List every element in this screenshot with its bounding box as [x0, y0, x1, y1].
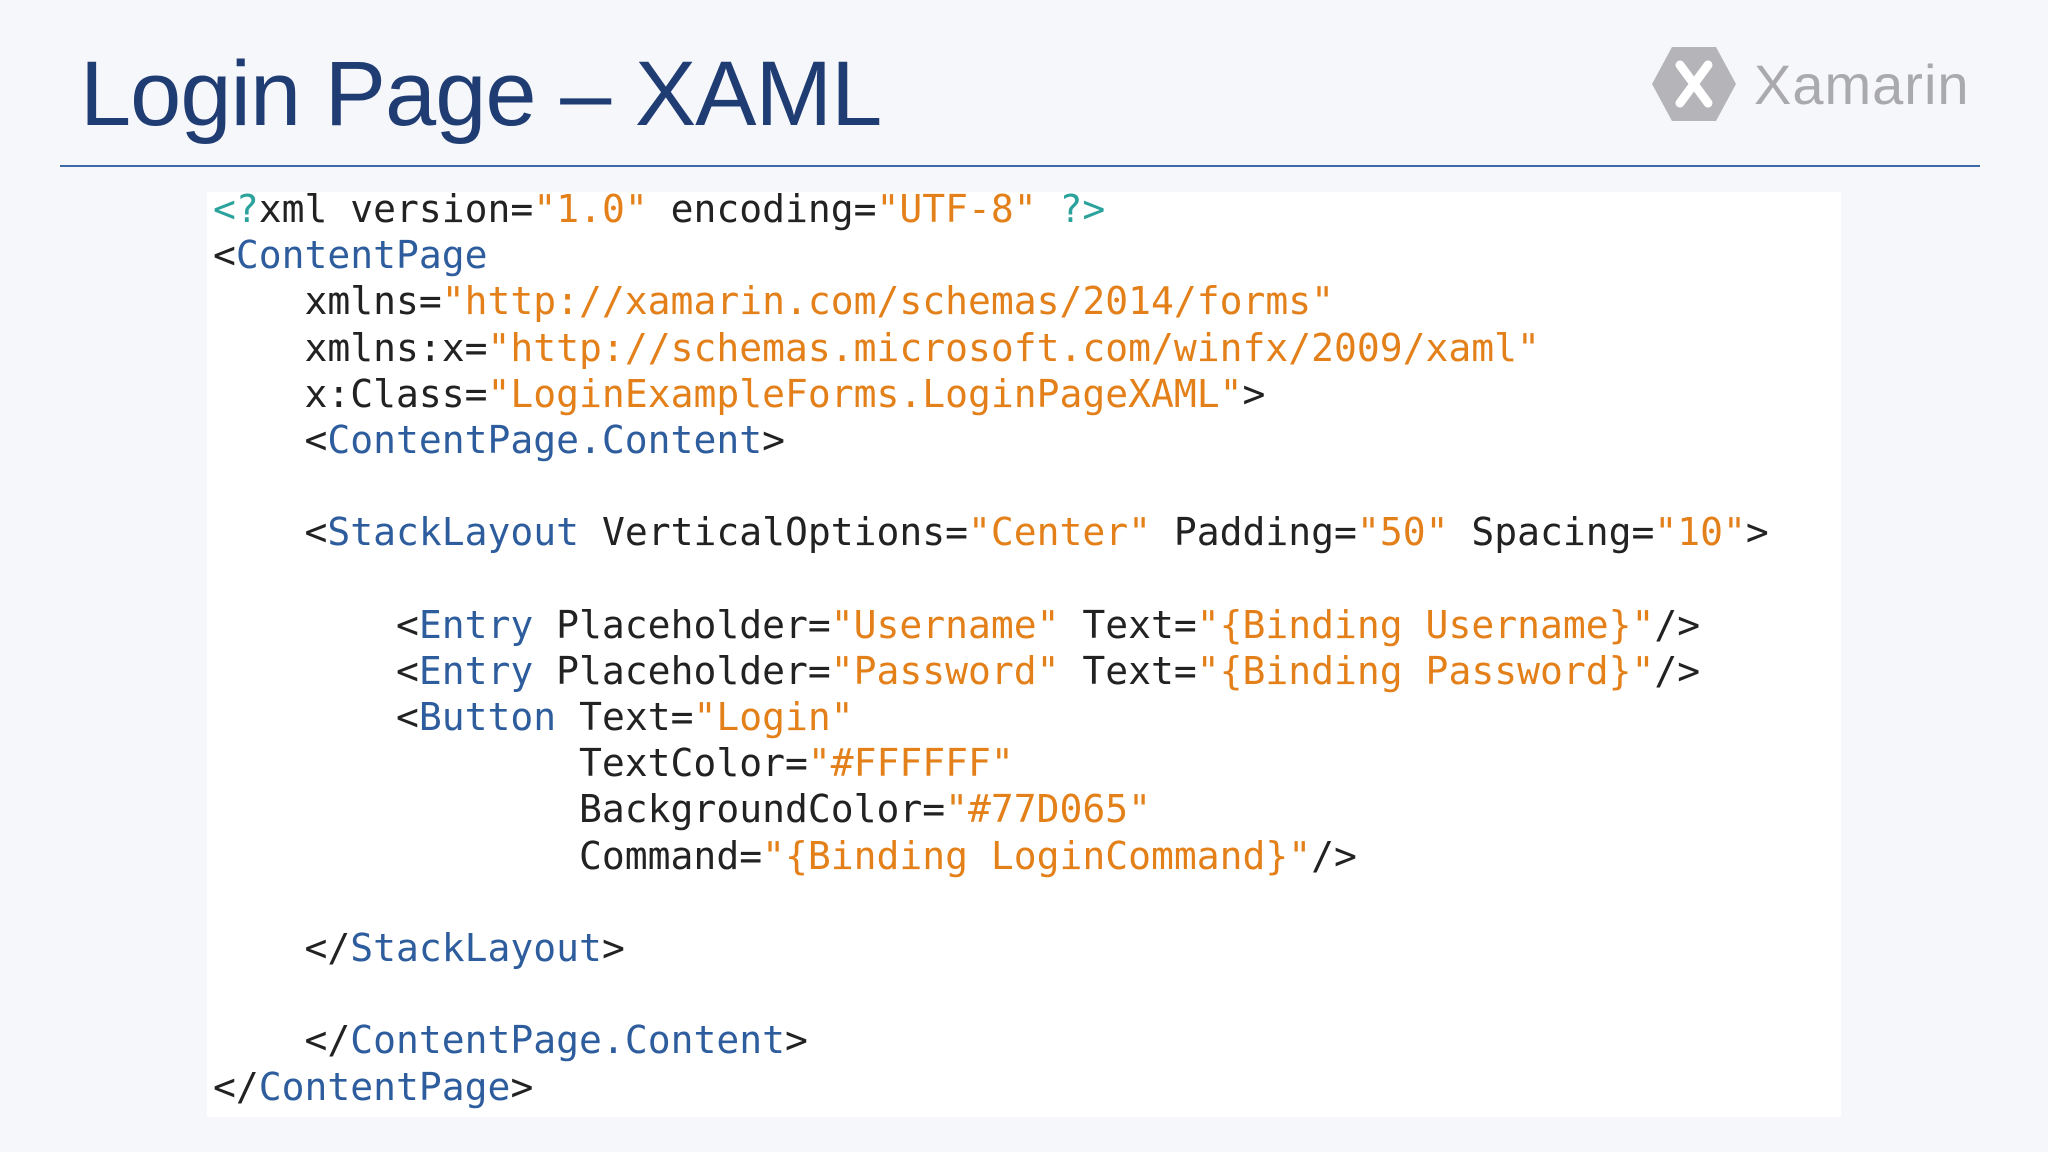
code-line: x:Class="LoginExampleForms.LoginPageXAML… [213, 371, 1769, 417]
code-token-str: "#77D065" [945, 787, 1151, 832]
code-line: xmlns:x="http://schemas.microsoft.com/wi… [213, 325, 1769, 371]
code-line: <Entry Placeholder="Password" Text="{Bin… [213, 648, 1769, 694]
code-line [213, 879, 1769, 925]
code-token-plain: < [213, 510, 328, 555]
code-token-plain: Text= [1059, 602, 1197, 647]
code-line [213, 971, 1769, 1017]
code-line: <StackLayout VerticalOptions="Center" Pa… [213, 509, 1769, 555]
code-token-str: "10" [1654, 510, 1746, 555]
code-line: <?xml version="1.0" encoding="UTF-8" ?> [213, 186, 1769, 232]
code-token-tag: ContentPage.Content [350, 1018, 785, 1063]
code-token-str: "{Binding LoginCommand}" [762, 833, 1312, 878]
code-token-str: "#FFFFFF" [807, 741, 1014, 786]
code-line: Command="{Binding LoginCommand}"/> [213, 833, 1769, 879]
code-line [213, 556, 1769, 602]
code-token-tag: ContentPage [258, 1064, 511, 1109]
code-token-plain: VerticalOptions= [579, 510, 968, 555]
code-token-plain: x:Class= [213, 371, 488, 416]
code-token-tag: ContentPage [235, 233, 488, 278]
code-token-plain: < [213, 417, 328, 462]
code-token-plain: > [510, 1064, 534, 1109]
code-token-plain: encoding= [647, 187, 877, 231]
code-line: TextColor="#FFFFFF" [213, 740, 1769, 786]
code-token-plain: Text= [556, 695, 694, 740]
code-line: </StackLayout> [213, 925, 1769, 971]
code-token-str: "{Binding Password}" [1196, 648, 1655, 693]
code-token-plain: Spacing= [1448, 510, 1655, 555]
code-token-plain: > [1242, 371, 1266, 416]
code-token-plain: </ [213, 1018, 351, 1063]
code-token-plain: > [1745, 510, 1769, 555]
slide-title: Login Page – XAML [80, 43, 882, 145]
code-token-tag: StackLayout [327, 510, 580, 555]
title-divider [60, 165, 1980, 167]
code-line: xmlns="http://xamarin.com/schemas/2014/f… [213, 278, 1769, 324]
code-token-plain: </ [213, 926, 351, 970]
xaml-code-block: <?xml version="1.0" encoding="UTF-8" ?><… [213, 186, 1769, 1110]
code-token-str: "{Binding Username}" [1196, 602, 1655, 647]
code-token-plain: </ [213, 1064, 259, 1109]
code-token-plain: > [762, 417, 785, 462]
code-token-str: "LoginExampleForms.LoginPageXAML" [487, 371, 1243, 416]
code-token-plain: < [213, 602, 419, 647]
code-token-plain: TextColor= [213, 741, 808, 786]
code-token-plain: < [213, 648, 419, 693]
code-token-str: "Password" [830, 648, 1060, 693]
code-token-plain: xmlns:x= [213, 325, 488, 370]
code-token-plain: > [601, 926, 625, 970]
code-token-str: "UTF-8" [876, 187, 1037, 231]
code-token-pi: <? [213, 187, 259, 231]
code-panel [207, 192, 1841, 1117]
code-line: <ContentPage [213, 232, 1769, 278]
code-token-str: "50" [1356, 510, 1449, 555]
code-token-tag: ContentPage.Content [327, 417, 763, 462]
code-token-plain: Placeholder= [533, 648, 831, 693]
code-line [213, 463, 1769, 509]
code-token-plain: Command= [213, 833, 763, 878]
code-token-plain: Text= [1059, 648, 1197, 693]
code-token-plain: Placeholder= [533, 602, 831, 647]
code-token-plain: < [213, 695, 419, 740]
code-token-plain: > [784, 1018, 808, 1063]
code-token-plain: < [213, 233, 236, 278]
code-token-plain: xmlns= [213, 279, 442, 324]
code-token-plain: BackgroundColor= [213, 787, 946, 832]
code-token-plain: Padding= [1151, 510, 1357, 555]
code-line: <ContentPage.Content> [213, 417, 1769, 463]
code-token-tag: Entry [418, 648, 534, 693]
code-line: <Entry Placeholder="Username" Text="{Bin… [213, 602, 1769, 648]
code-token-str: "http://xamarin.com/schemas/2014/forms" [441, 279, 1335, 324]
code-line: </ContentPage> [213, 1064, 1769, 1110]
code-token-plain: xml version= [258, 187, 534, 231]
code-token-str: "1.0" [533, 187, 648, 231]
code-token-str: "http://schemas.microsoft.com/winfx/2009… [487, 325, 1540, 370]
code-token-tag: Button [418, 695, 557, 740]
code-token-str: "Username" [830, 602, 1060, 647]
code-token-pi: ?> [1036, 187, 1106, 231]
brand-logo: Xamarin [1650, 45, 1970, 123]
code-token-tag: Entry [418, 602, 534, 647]
code-token-str: "Center" [968, 510, 1152, 555]
xamarin-hexagon-x-icon [1650, 45, 1738, 123]
code-line: <Button Text="Login" [213, 694, 1769, 740]
code-token-plain: /> [1654, 648, 1701, 693]
code-token-str: "Login" [693, 695, 854, 740]
code-token-plain: /> [1311, 833, 1357, 878]
code-line: BackgroundColor="#77D065" [213, 786, 1769, 832]
brand-name: Xamarin [1754, 52, 1970, 116]
code-line: </ContentPage.Content> [213, 1017, 1769, 1063]
code-token-plain: /> [1654, 602, 1701, 647]
code-token-tag: StackLayout [350, 926, 602, 970]
